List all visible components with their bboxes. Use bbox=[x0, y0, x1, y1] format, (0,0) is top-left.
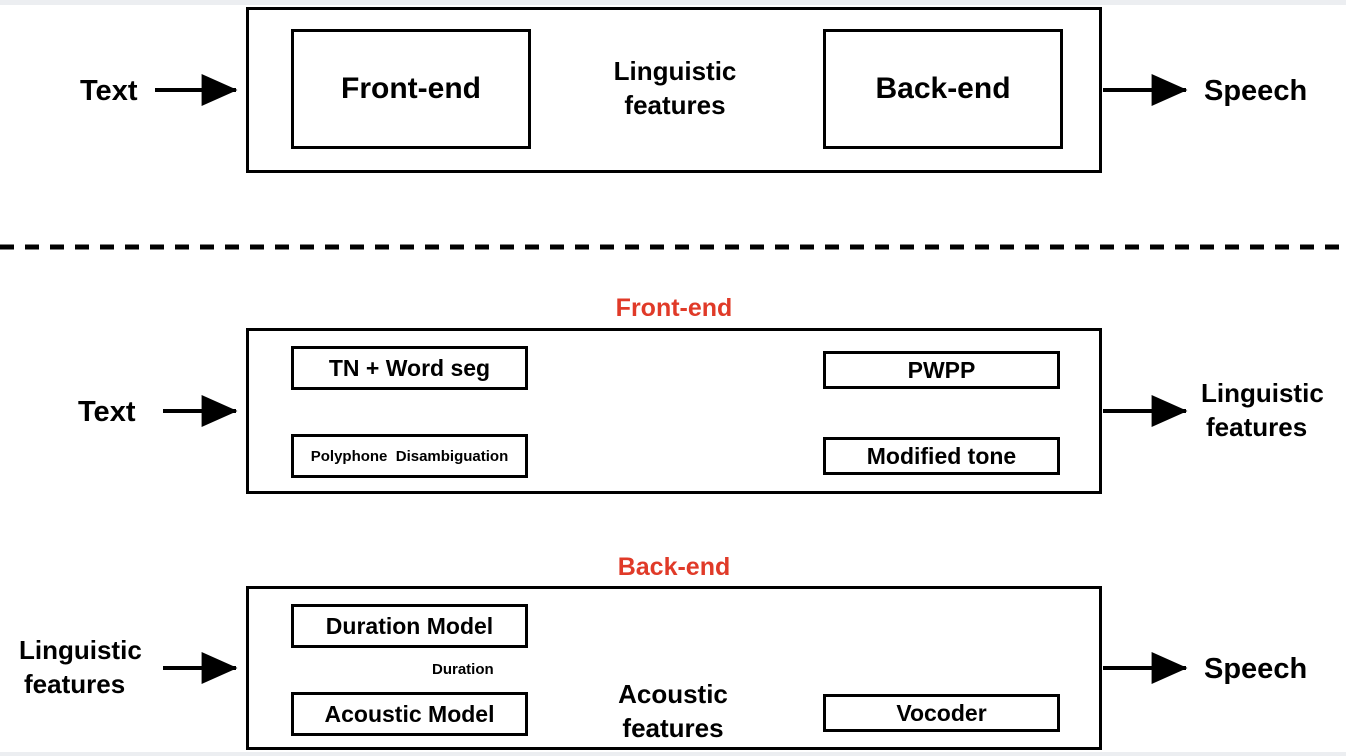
overview-input-text-label: Text bbox=[80, 75, 138, 107]
frontend-modified-tone-box[interactable]: Modified tone bbox=[823, 437, 1060, 475]
frontend-polyphone-disambiguation-box[interactable]: Polyphone Disambiguation bbox=[291, 434, 528, 478]
frontend-output-linguistic-features-label-line1: Linguistic bbox=[1201, 378, 1324, 408]
overview-output-speech-label: Speech bbox=[1204, 75, 1308, 107]
frontend-tn-word-seg-box[interactable]: TN + Word seg bbox=[291, 346, 528, 390]
page-edge-top bbox=[0, 0, 1346, 5]
overview-frontend-box[interactable]: Front-end bbox=[291, 29, 531, 149]
frontend-pwpp-box[interactable]: PWPP bbox=[823, 351, 1060, 389]
backend-section-title: Back-end bbox=[617, 553, 731, 581]
backend-duration-edge-label: Duration bbox=[432, 661, 494, 678]
page-edge-bottom bbox=[0, 752, 1346, 756]
overview-linguistic-features-edge-label-line1: Linguistic bbox=[613, 56, 737, 86]
backend-acoustic-model-box[interactable]: Acoustic Model bbox=[291, 692, 528, 736]
frontend-output-linguistic-features-label-line2: features bbox=[1206, 412, 1308, 442]
overview-linguistic-features-edge-label-line2: features bbox=[624, 90, 726, 120]
backend-vocoder-box[interactable]: Vocoder bbox=[823, 694, 1060, 732]
backend-acoustic-features-edge-label-line1: Acoustic bbox=[618, 679, 728, 709]
frontend-input-text-label: Text bbox=[78, 396, 136, 428]
backend-acoustic-features-edge-label-line2: features bbox=[622, 713, 724, 743]
backend-input-linguistic-features-label-line1: Linguistic bbox=[19, 635, 142, 665]
frontend-section-title: Front-end bbox=[615, 294, 733, 322]
backend-output-speech-label: Speech bbox=[1204, 653, 1308, 685]
backend-input-linguistic-features-label-line2: features bbox=[24, 669, 126, 699]
backend-duration-model-box[interactable]: Duration Model bbox=[291, 604, 528, 648]
overview-backend-box[interactable]: Back-end bbox=[823, 29, 1063, 149]
